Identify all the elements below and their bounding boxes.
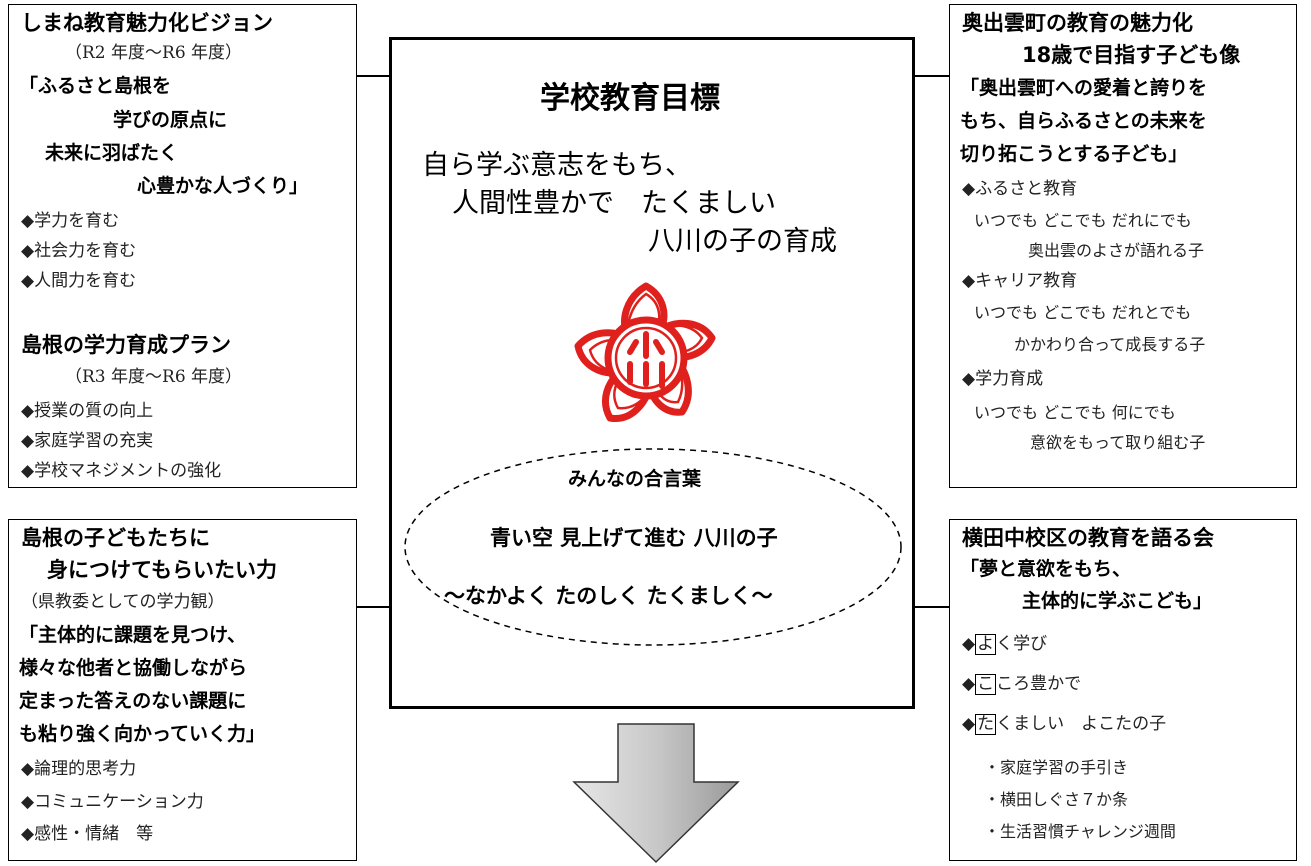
quote-line: 「ふるさと島根を bbox=[19, 75, 172, 97]
list-item: ◆授業の質の向上 bbox=[21, 401, 154, 421]
acrostic-item: ◆よく学び bbox=[962, 634, 1047, 655]
connector-top-left bbox=[356, 75, 390, 77]
quote-line: 未来に羽ばたく bbox=[45, 142, 179, 164]
section-line: いつでも どこでも 何にでも bbox=[974, 403, 1176, 422]
boxed-char: こ bbox=[975, 674, 997, 695]
section-line: 奥出雲のよさが語れる子 bbox=[1028, 241, 1205, 260]
box-title: 島根の子どもたちに bbox=[21, 526, 210, 550]
acrostic-item: ◆こころ豊かで bbox=[962, 674, 1081, 695]
quote-line: 切り拓こうとする子ども」 bbox=[960, 143, 1188, 165]
yokota-box: 横田中校区の教育を語る会 「夢と意欲をもち、 主体的に学ぶこども」 ◆よく学び … bbox=[949, 519, 1297, 861]
quote-line: 「夢と意欲をもち、 bbox=[960, 558, 1132, 580]
list-item: ◆感性・情緒 等 bbox=[21, 824, 154, 844]
bullet-mark: ◆ bbox=[962, 714, 976, 734]
quote-line: 心豊かな人づくり」 bbox=[137, 175, 309, 197]
item-rest: くましい よこたの子 bbox=[996, 714, 1167, 734]
sub-item: ・横田しぐさ７か条 bbox=[984, 790, 1129, 809]
period-text: （R3 年度～R6 年度） bbox=[65, 367, 243, 387]
bullet-mark: ◆ bbox=[962, 634, 976, 654]
quote-line: 「奥出雲町への愛着と誇りを bbox=[960, 77, 1208, 99]
section-line: いつでも どこでも だれとでも bbox=[974, 303, 1192, 322]
quote-line: 主体的に学ぶこども」 bbox=[1022, 590, 1213, 612]
quote-line: 学びの原点に bbox=[113, 109, 228, 131]
section-head: ◆ふるさと教育 bbox=[962, 179, 1078, 199]
box-subtitle: 島根の学力育成プラン bbox=[21, 333, 231, 357]
shimane-vision-box: しまね教育魅力化ビジョン （R2 年度～R6 年度） 「ふるさと島根を 学びの原… bbox=[8, 4, 357, 488]
list-item: ◆学校マネジメントの強化 bbox=[21, 461, 222, 481]
list-item: ◆社会力を育む bbox=[21, 241, 137, 261]
quote-line: もち、自らふるさとの未来を bbox=[960, 110, 1207, 132]
school-goal-box: 学校教育目標 自ら学ぶ意志をもち、 人間性豊かで たくましい 八川の子の育成 み… bbox=[389, 37, 915, 709]
section-head: ◆学力育成 bbox=[962, 369, 1044, 389]
quote-line: 「主体的に課題を見つけ、 bbox=[19, 624, 247, 646]
box-title: 奥出雲町の教育の魅力化 bbox=[962, 11, 1193, 35]
list-item: ◆家庭学習の充実 bbox=[21, 431, 154, 451]
item-rest: く学び bbox=[996, 634, 1048, 654]
section-line: かかわり合って成長する子 bbox=[1014, 335, 1206, 354]
okuizumo-vision-box: 奥出雲町の教育の魅力化 18歳で目指す子ども像 「奥出雲町への愛着と誇りを もち… bbox=[949, 4, 1297, 488]
bullet-mark: ◆ bbox=[962, 674, 976, 694]
sub-item: ・家庭学習の手引き bbox=[984, 758, 1129, 777]
quote-line: 様々な他者と協働しながら bbox=[19, 657, 248, 679]
box-title: 18歳で目指す子ども像 bbox=[1022, 43, 1241, 67]
down-arrow-icon bbox=[572, 723, 740, 864]
box-title: しまね教育魅力化ビジョン bbox=[21, 11, 273, 35]
motto-ellipse bbox=[404, 448, 902, 646]
sub-item: ・生活習慣チャレンジ週間 bbox=[984, 822, 1176, 841]
connector-top-right bbox=[914, 75, 950, 77]
goal-line: 人間性豊かで たくましい bbox=[452, 188, 776, 219]
list-item: ◆コミュニケーション力 bbox=[21, 792, 204, 812]
motto-line: ～なかよく たのしく たくましく～ bbox=[444, 584, 773, 608]
boxed-char: よ bbox=[975, 634, 997, 655]
goal-title: 学校教育目標 bbox=[540, 81, 720, 116]
subtitle-text: （県教委としての学力観） bbox=[21, 592, 225, 612]
connector-bottom-left bbox=[356, 606, 390, 608]
motto-line: 青い空 見上げて進む 八川の子 bbox=[490, 526, 778, 550]
item-rest: ころ豊かで bbox=[996, 674, 1082, 694]
period-text: （R2 年度～R6 年度） bbox=[65, 43, 243, 63]
goal-line: 自ら学ぶ意志をもち、 bbox=[422, 150, 692, 181]
list-item: ◆人間力を育む bbox=[21, 271, 137, 291]
shimane-competency-box: 島根の子どもたちに 身につけてもらいたい力 （県教委としての学力観） 「主体的に… bbox=[8, 519, 357, 861]
list-item: ◆学力を育む bbox=[21, 211, 120, 231]
quote-line: も粘り強く向かっていく力」 bbox=[19, 723, 266, 745]
acrostic-item: ◆たくましい よこたの子 bbox=[962, 714, 1166, 735]
motto-title: みんなの合言葉 bbox=[568, 468, 702, 490]
quote-line: 定まった答えのない課題に bbox=[19, 690, 247, 712]
section-line: いつでも どこでも だれにでも bbox=[974, 211, 1192, 230]
connector-bottom-right bbox=[914, 606, 950, 608]
section-head: ◆キャリア教育 bbox=[962, 271, 1078, 291]
box-title: 身につけてもらいたい力 bbox=[47, 558, 277, 582]
school-emblem-icon bbox=[574, 282, 716, 422]
list-item: ◆論理的思考力 bbox=[21, 759, 137, 779]
goal-line: 八川の子の育成 bbox=[648, 226, 837, 257]
box-title: 横田中校区の教育を語る会 bbox=[962, 526, 1214, 550]
boxed-char: た bbox=[975, 714, 997, 735]
section-line: 意欲をもって取り組む子 bbox=[1030, 433, 1206, 452]
